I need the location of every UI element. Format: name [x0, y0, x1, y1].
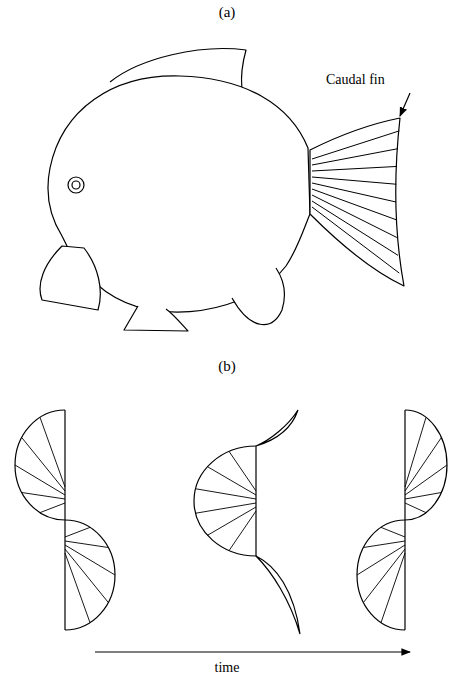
fin-base	[255, 446, 256, 556]
fin-ray	[405, 438, 441, 492]
fin-outline	[15, 410, 65, 520]
part-label: Caudal fin	[326, 72, 385, 87]
caudal-fin	[310, 118, 404, 286]
axis-label: time	[215, 660, 240, 675]
fin-outline	[357, 520, 405, 630]
fin-ray	[405, 503, 426, 513]
fin-ray	[65, 549, 108, 603]
fin-ray	[363, 541, 405, 548]
fin-ray	[312, 207, 399, 273]
fin-wing	[256, 556, 300, 634]
fin-wing	[256, 410, 298, 446]
fin-ray	[229, 451, 256, 491]
panel-label: (a)	[219, 4, 236, 21]
fin-ray	[312, 131, 399, 159]
pupil	[72, 181, 80, 189]
fin-outline	[405, 410, 447, 520]
fin-ray	[312, 201, 398, 255]
fin-ray	[381, 553, 405, 623]
fin-ray	[208, 467, 256, 495]
fin-ray	[357, 545, 405, 575]
pectoral-fin	[40, 246, 100, 310]
panel-label: (b)	[218, 358, 236, 375]
fin-ray	[312, 149, 398, 165]
fin-ray	[15, 465, 65, 495]
pelvic-fin	[124, 306, 188, 331]
fin-ray	[65, 541, 108, 548]
fin-ray	[312, 189, 396, 220]
leader-arrow	[400, 93, 410, 116]
fin-ray	[381, 527, 405, 537]
anal-fin	[232, 268, 284, 325]
fin-outline	[194, 446, 256, 556]
fin-ray	[196, 489, 256, 499]
fin-ray	[405, 417, 426, 487]
fin-ray	[405, 465, 447, 495]
fin-ray	[196, 503, 256, 513]
fin-ray	[40, 503, 65, 513]
fin-ray	[405, 493, 441, 500]
time-arrow	[95, 651, 410, 652]
eye	[68, 177, 84, 193]
fin-ray	[312, 183, 396, 202]
fin-ray	[65, 545, 115, 575]
fin-ray	[22, 493, 65, 500]
fin-ray	[363, 549, 405, 603]
fin-ray	[312, 166, 397, 171]
fin-outline	[65, 520, 115, 630]
fin-ray	[312, 177, 396, 184]
fin-ray	[22, 438, 65, 492]
fin-ray	[40, 417, 65, 487]
fin-ray	[65, 527, 90, 537]
fin-ray	[65, 553, 90, 623]
fin-ray	[229, 511, 256, 551]
